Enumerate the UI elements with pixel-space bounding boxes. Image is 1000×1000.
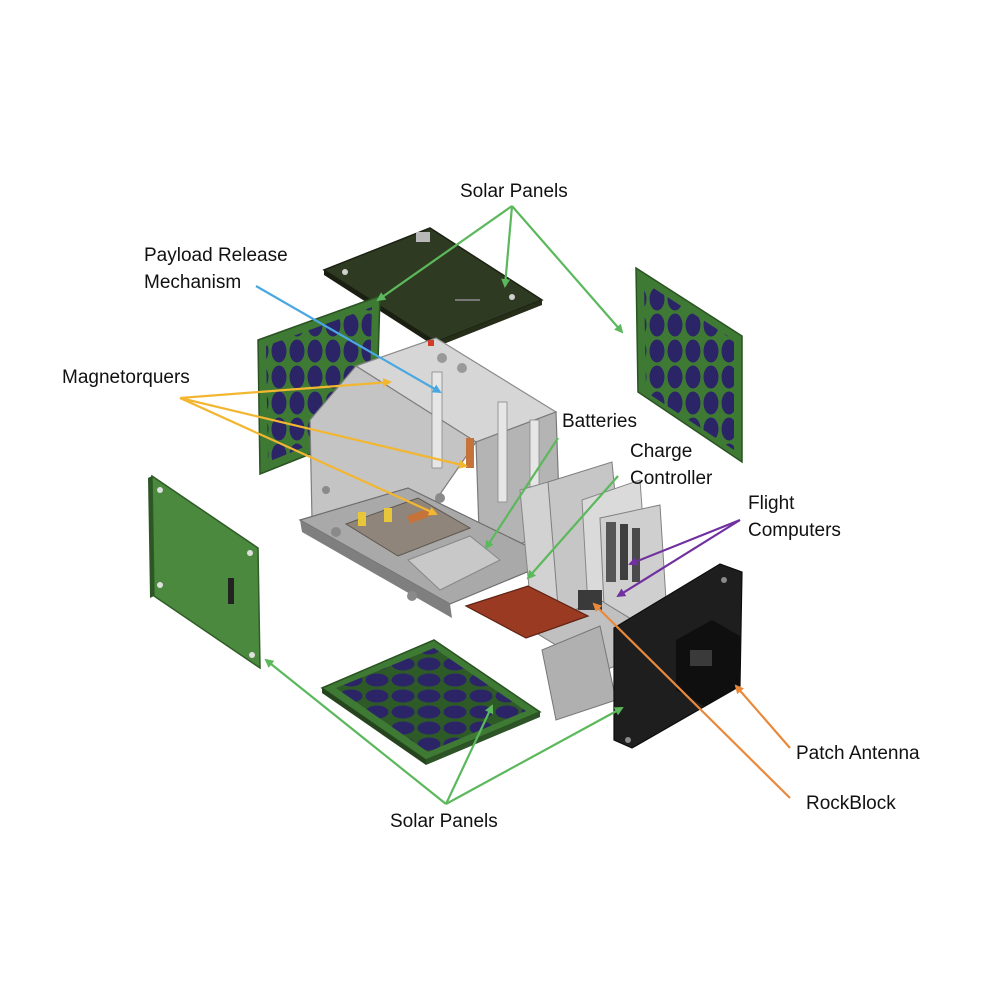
solar-panels-top-callout: [376, 205, 624, 334]
solar-panel-left-lower: [148, 474, 261, 670]
connector-icon: [416, 232, 430, 242]
charge-controller-board: [464, 585, 590, 639]
payload-release-callout: [255, 285, 442, 393]
batteries-callout: [484, 437, 559, 550]
label-flight-line1: Flight: [748, 493, 795, 514]
label-charge-controller: Charge Controller: [630, 438, 712, 492]
antenna-panel: [613, 563, 743, 749]
label-flight-line2: Computers: [748, 520, 841, 541]
label-charge-line2: Controller: [630, 468, 713, 489]
label-charge-line1: Charge: [630, 441, 693, 462]
label-magnetorquers: Magnetorquers: [62, 367, 190, 388]
solar-panels-bottom-callout: [264, 658, 624, 805]
label-solar-panels-bottom: Solar Panels: [390, 811, 498, 832]
magnetorquers-callout: [179, 378, 468, 516]
label-flight-computers: Flight Computers: [748, 490, 841, 544]
solar-panel-bottom: [320, 639, 542, 765]
label-payload-release-mechanism: Payload Release Mechanism: [144, 242, 288, 296]
satellite-frame: [298, 337, 561, 618]
label-solar-panels-top: Solar Panels: [460, 181, 568, 202]
board-stack: [519, 461, 674, 721]
flight-computers-callout: [616, 518, 741, 598]
label-patch-antenna: Patch Antenna: [796, 743, 920, 764]
solar-panel-right: [635, 266, 743, 464]
label-batteries: Batteries: [562, 411, 637, 432]
label-rockblock: RockBlock: [806, 793, 896, 814]
label-payload-line1: Payload Release: [144, 245, 288, 266]
charge-controller-callout: [526, 475, 619, 580]
rockblock-callout: [592, 602, 791, 799]
patch-antenna-callout: [734, 684, 791, 749]
label-payload-line2: Mechanism: [144, 272, 242, 293]
